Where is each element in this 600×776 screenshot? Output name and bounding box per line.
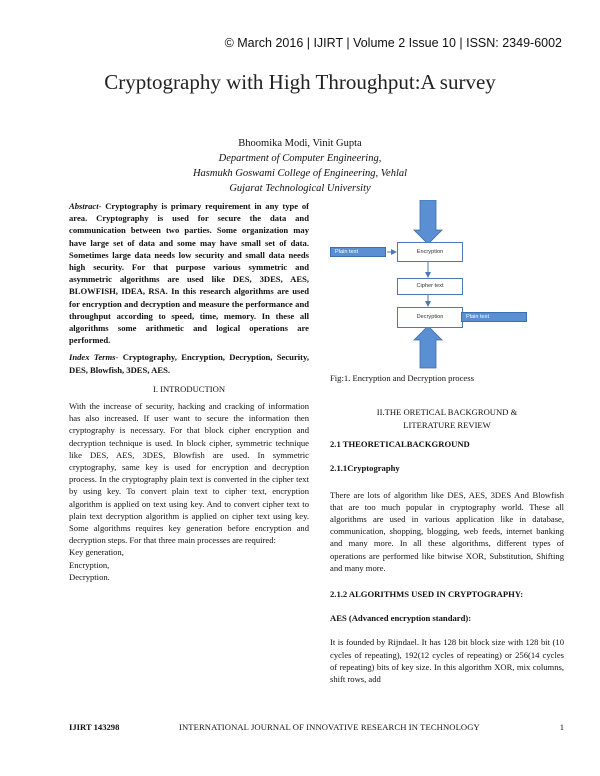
author-block: Bhoomika Modi, Vinit Gupta Department of… <box>0 136 600 196</box>
author-names: Bhoomika Modi, Vinit Gupta <box>238 138 362 149</box>
intro-paragraph: With the increase of security, hacking a… <box>69 401 309 546</box>
aes-heading: AES (Advanced encryption standard): <box>330 613 472 624</box>
list-item: Key generation, <box>69 547 124 558</box>
encryption-box: Encryption <box>397 242 463 262</box>
abstract-label: Abstract- <box>69 201 102 211</box>
abstract-text: Cryptography is primary requirement in a… <box>69 201 309 346</box>
figure-caption: Fig:1. Encryption and Decryption process <box>330 373 474 383</box>
heading-line: LITERATURE REVIEW <box>403 420 491 431</box>
affiliation-line: Department of Computer Engineering, <box>218 153 382 164</box>
section-heading-background: II.THE ORETICAL BACKGROUND & LITERATURE … <box>330 406 564 432</box>
list-item: Encryption, <box>69 559 110 570</box>
journal-header: © March 2016 | IJIRT | Volume 2 Issue 10… <box>224 36 562 50</box>
decryption-box: Decryption <box>397 307 463 328</box>
cipher-text-box: Cipher text <box>397 278 463 295</box>
key-arrow-down-icon <box>413 200 443 245</box>
page-number: 1 <box>559 722 564 732</box>
index-terms-text: Cryptography, Encryption, Decryption, Se… <box>69 352 309 375</box>
section-heading-introduction: I. INTRODUCTION <box>152 383 226 394</box>
figure-encryption-decryption: Plain text Encryption Cipher text Decryp… <box>330 200 564 370</box>
aes-paragraph: It is founded by Rijndael. It has 128 bi… <box>330 637 564 685</box>
index-terms-label: Index Terms- <box>69 352 119 363</box>
plain-text-output-box: Plain text <box>461 312 527 322</box>
footer-paper-id: IJIRT 143298 <box>69 722 120 732</box>
paper-title: Cryptography with High Throughput:A surv… <box>104 70 496 94</box>
affiliation-line: Hasmukh Goswami College of Engineering, … <box>192 168 408 179</box>
abstract: Abstract- Cryptography is primary requir… <box>69 200 309 346</box>
index-terms: Index Terms- Cryptography, Encryption, D… <box>69 351 309 375</box>
flow-diagram-arrows <box>387 200 443 369</box>
plain-text-input-box: Plain text <box>330 247 386 257</box>
left-column: Abstract- Cryptography is primary requir… <box>69 200 309 584</box>
key-arrow-up-icon <box>413 325 443 369</box>
heading-line: II.THE ORETICAL BACKGROUND & <box>376 407 518 418</box>
list-item: Decryption. <box>69 572 110 583</box>
right-column: Plain text Encryption Cipher text Decryp… <box>330 200 564 685</box>
subsection-heading: 2.1 THEORETICALBACKGROUND <box>330 439 470 450</box>
subsection-heading: 2.1.2 ALGORITHMS USED IN CRYPTOGRAPHY: <box>330 589 524 600</box>
cryptography-paragraph: There are lots of algorithm like DES, AE… <box>330 489 564 573</box>
process-list: Key generation, Encryption, Decryption. <box>69 546 309 584</box>
footer-journal-name: INTERNATIONAL JOURNAL OF INNOVATIVE RESE… <box>179 722 480 732</box>
subsection-heading: 2.1.1Cryptography <box>330 463 400 474</box>
affiliation-line: Gujarat Technological University <box>229 183 371 194</box>
